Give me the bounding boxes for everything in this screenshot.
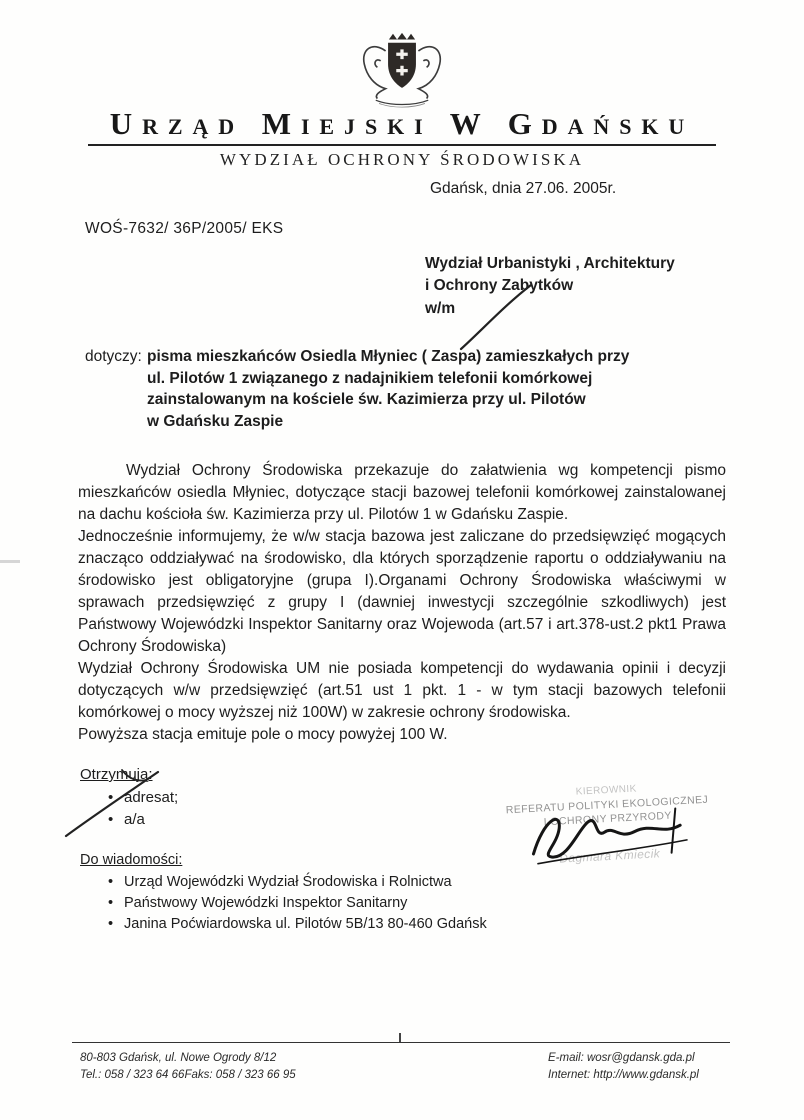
footer-address: 80-803 Gdańsk, ul. Nowe Ogrody 8/12 xyxy=(80,1052,277,1064)
subject-line: w Gdańsku Zaspie xyxy=(147,413,284,431)
footer-email: E-mail: wosr@gdansk.gda.pl xyxy=(548,1052,695,1064)
gdansk-coat-of-arms-icon xyxy=(0,28,804,110)
footer-fold-mark xyxy=(399,1033,401,1043)
footer-address-block: 80-803 Gdańsk, ul. Nowe Ogrody 8/12 Tel.… xyxy=(80,1050,296,1085)
recipients-list: adresat; a/a xyxy=(108,787,178,831)
recipient-item: a/a xyxy=(108,809,178,831)
body-paragraph: Powyższa stacja emituje pole o mocy powy… xyxy=(78,726,448,743)
stamp-signature-name: Dagmara Kmiecik xyxy=(558,846,661,866)
recipients-block: Otrzymują: adresat; a/a xyxy=(64,766,178,838)
subject-line: zainstalowanym na kościele św. Kazimierz… xyxy=(147,391,586,409)
letterhead: Urząd Miejski W Gdańsku WYDZIAŁ OCHRONY … xyxy=(0,106,804,170)
distribution-list: Urząd Wojewódzki Wydział Środowiska i Ro… xyxy=(108,872,487,935)
footer-divider xyxy=(72,1042,730,1043)
date-line: Gdańsk, dnia 27.06. 2005r. xyxy=(430,180,617,197)
addressee-line: i Ochrony Zabytków xyxy=(425,277,574,295)
distribution-block: Do wiadomości: Urząd Wojewódzki Wydział … xyxy=(80,852,487,935)
subject-line: ul. Pilotów 1 związanego z nadajnikiem t… xyxy=(147,369,593,387)
recipients-heading: Otrzymują: xyxy=(80,766,153,783)
addressee-line: Wydział Urbanistyki , Architektury xyxy=(425,255,675,272)
scan-artifact xyxy=(0,560,20,563)
title-underline xyxy=(88,144,716,146)
footer-phone: Tel.: 058 / 323 64 66Faks: 058 / 323 66 … xyxy=(80,1069,296,1082)
distribution-item: Państwowy Wojewódzki Inspektor Sanitarny xyxy=(108,893,487,914)
distribution-item: Janina Poćwiardowska ul. Pilotów 5B/13 8… xyxy=(108,914,487,935)
recipient-item: adresat; xyxy=(108,787,178,809)
subject-label: dotyczy: xyxy=(85,348,142,365)
subject-text: pisma mieszkańców Osiedla Młyniec ( Zasp… xyxy=(147,346,629,433)
footer-internet: Internet: http://www.gdansk.pl xyxy=(548,1069,699,1082)
department-subtitle: WYDZIAŁ OCHRONY ŚRODOWISKA xyxy=(219,150,585,169)
footer-contact-block: E-mail: wosr@gdansk.gda.pl Internet: htt… xyxy=(548,1050,699,1085)
subject-block: dotyczy: pisma mieszkańców Osiedla Młyni… xyxy=(85,346,645,433)
distribution-heading: Do wiadomości: xyxy=(80,852,183,868)
official-stamp: KIEROWNIK REFERATU POLITYKI EKOLOGICZNEJ… xyxy=(496,778,720,869)
distribution-item: Urząd Wojewódzki Wydział Środowiska i Ro… xyxy=(108,872,487,893)
body-paragraph: Jednocześnie informujemy, że w/w stacja … xyxy=(78,528,726,655)
reference-number: WOŚ-7632/ 36P/2005/ EKS xyxy=(85,220,284,237)
letter-body: Wydział Ochrony Środowiska przekazuje do… xyxy=(78,460,726,746)
body-paragraph: Wydział Ochrony Środowiska UM nie posiad… xyxy=(78,660,726,721)
addressee-block: Wydział Urbanistyki , Architektury i Och… xyxy=(425,253,675,351)
office-title: Urząd Miejski W Gdańsku xyxy=(109,106,695,141)
subject-line: pisma mieszkańców Osiedla Młyniec ( Zasp… xyxy=(147,348,630,365)
body-paragraph: Wydział Ochrony Środowiska przekazuje do… xyxy=(78,462,726,523)
addressee-line: w/m xyxy=(425,299,456,317)
